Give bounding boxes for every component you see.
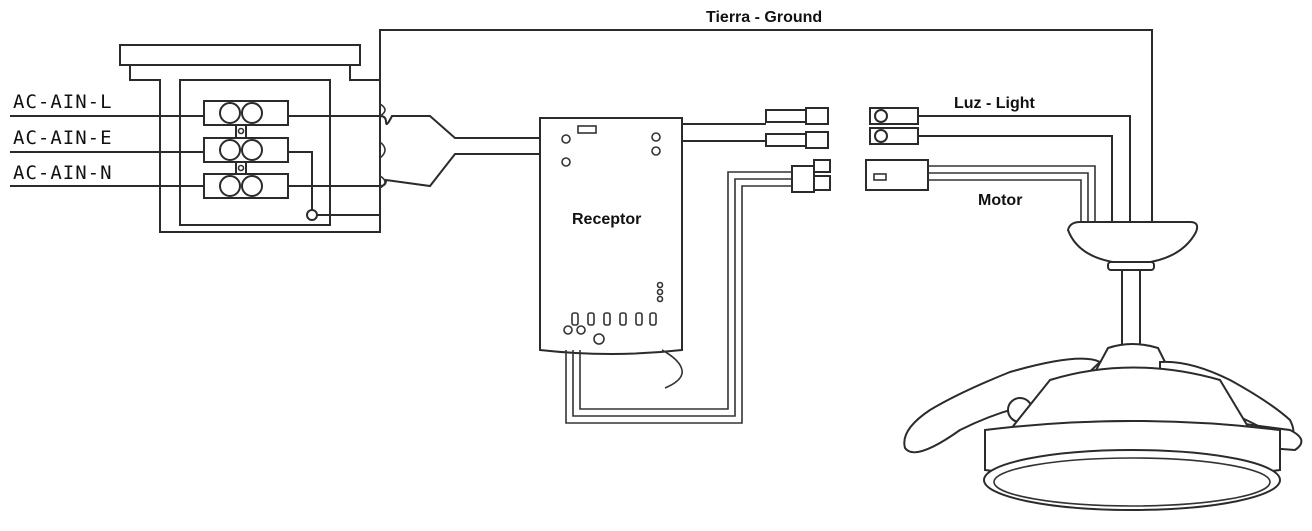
supply-wires (10, 115, 380, 221)
receiver-label: Receptor (572, 211, 641, 228)
terminal-l-label: AC-AIN-L (13, 91, 113, 113)
receiver-input-wires (288, 103, 540, 189)
motor-connector-fan-side (865, 159, 1096, 222)
ceiling-fan (903, 221, 1303, 511)
terminal-n-label: AC-AIN-N (13, 162, 113, 184)
light-output-wires (682, 107, 829, 149)
light-connector-fan-side (869, 107, 1131, 222)
motor-output-wires (565, 159, 831, 424)
ground-label: Tierra - Ground (706, 9, 822, 26)
light-label: Luz - Light (954, 95, 1036, 112)
receiver-unit (539, 117, 683, 389)
terminal-e-label: AC-AIN-E (13, 127, 113, 149)
ground-wire (379, 29, 1153, 222)
motor-label: Motor (978, 192, 1022, 209)
terminal-block (203, 100, 289, 199)
